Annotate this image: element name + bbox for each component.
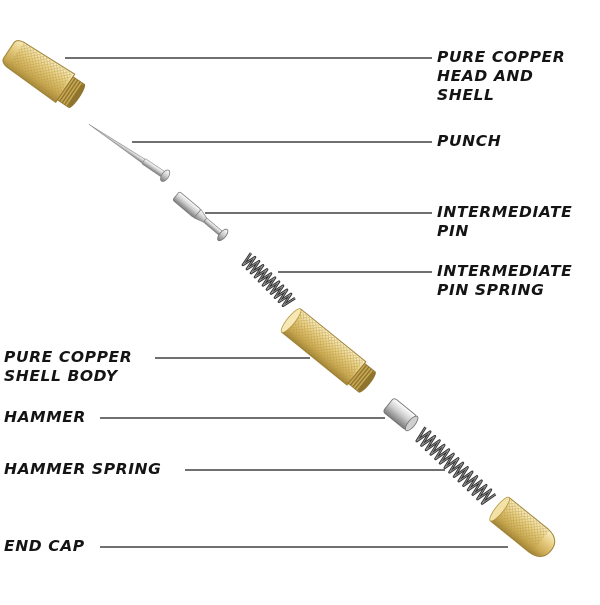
- intermediate-pin-part: [172, 191, 229, 242]
- label-hammer-spring: HAMMER SPRING: [4, 460, 161, 479]
- label-line: PIN SPRING: [437, 281, 545, 299]
- intermediate-pin-spring-part: [241, 252, 296, 308]
- label-line: PURE COPPER: [437, 48, 566, 66]
- label-intermediate-pin: INTERMEDIATE PIN: [437, 203, 572, 241]
- label-punch: PUNCH: [437, 132, 501, 151]
- label-line: SHELL: [437, 86, 495, 104]
- label-line: INTERMEDIATE: [437, 203, 573, 221]
- label-head-shell: PURE COPPER HEAD AND SHELL: [437, 48, 565, 105]
- label-line: HAMMER SPRING: [4, 460, 162, 478]
- label-line: PURE COPPER: [4, 348, 133, 366]
- label-intermediate-pin-spring: INTERMEDIATE PIN SPRING: [437, 262, 572, 300]
- label-hammer: HAMMER: [4, 408, 86, 427]
- label-line: PUNCH: [437, 132, 502, 150]
- label-line: INTERMEDIATE: [437, 262, 573, 280]
- label-line: SHELL BODY: [4, 367, 118, 385]
- label-end-cap: END CAP: [4, 537, 85, 556]
- head-shell-part: [2, 40, 86, 109]
- label-line: HAMMER: [4, 408, 86, 426]
- label-line: END CAP: [4, 537, 85, 555]
- label-shell-body: PURE COPPER SHELL BODY: [4, 348, 132, 386]
- label-line: HEAD AND: [437, 67, 534, 85]
- label-line: PIN: [437, 222, 469, 240]
- end-cap-part: [489, 496, 556, 557]
- shell-body-part: [280, 308, 377, 393]
- hammer-part: [383, 398, 419, 432]
- punch-part: [88, 124, 171, 182]
- leader-lines: [65, 57, 508, 548]
- hammer-spring-part: [415, 426, 497, 505]
